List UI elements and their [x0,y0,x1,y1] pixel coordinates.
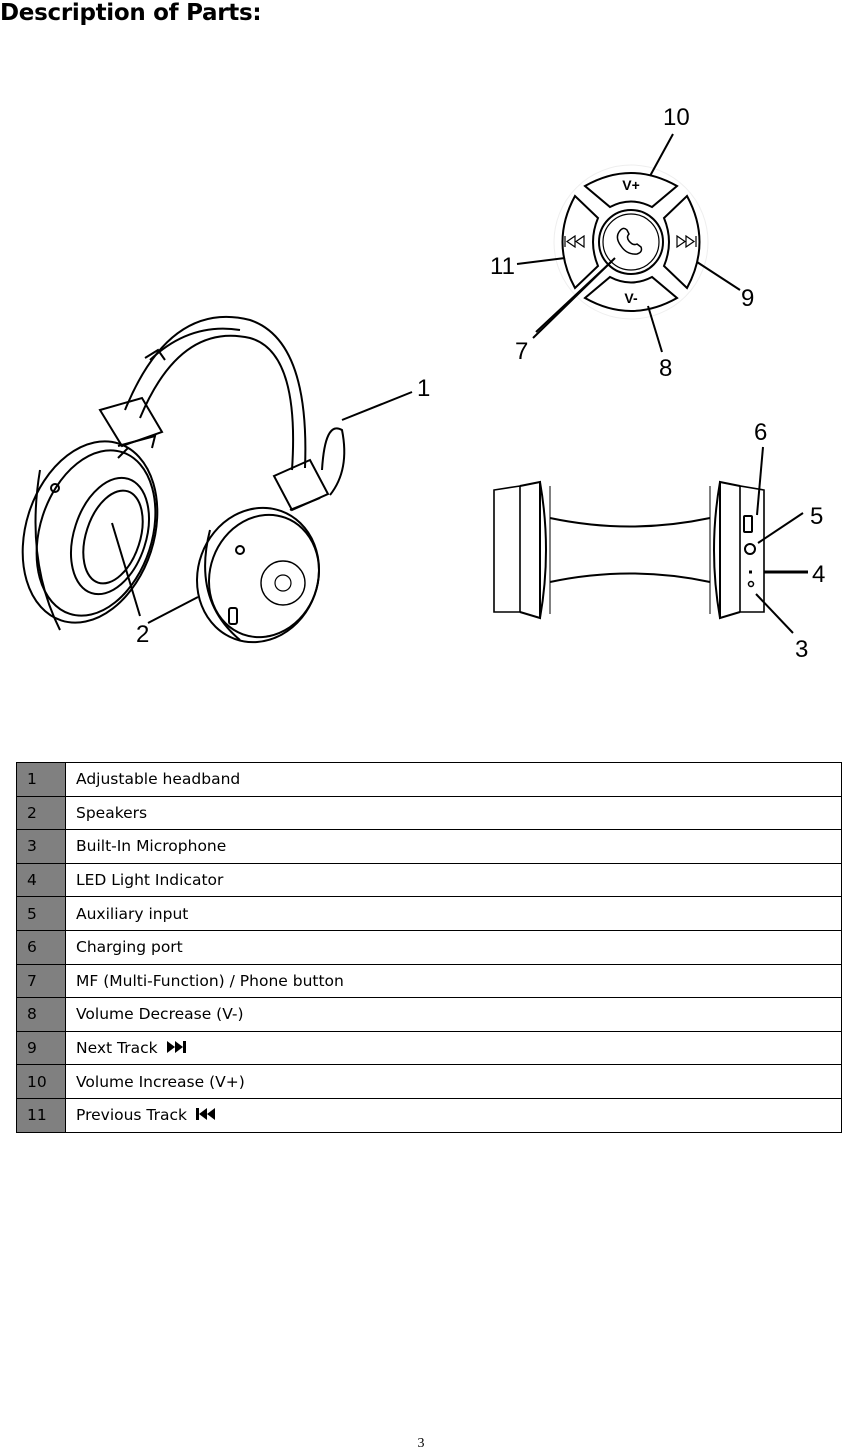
parts-table: 1 Adjustable headband 2 Speakers 3 Built-In M… [16,762,842,1133]
callout-9: 9 [741,285,754,312]
table-row: 2 Speakers [16,795,842,831]
part-number: 2 [16,795,66,831]
headphones-illustration [21,315,346,644]
headphones-top-view [493,480,765,620]
part-name: Previous Track [76,1106,187,1125]
callout-11: 11 [490,253,515,280]
part-number: 9 [16,1030,66,1066]
part-name: Charging port [76,938,183,957]
table-row: 5 Auxiliary input [16,896,842,931]
table-row: 9 Next Track [16,1030,842,1066]
part-number: 5 [16,896,66,931]
table-row: 4 LED Light Indicator [16,862,842,898]
part-name-cell: Charging port [65,929,842,965]
part-name: LED Light Indicator [76,871,224,890]
table-row: 3 Built-In Microphone [16,829,842,864]
part-number: 3 [16,829,66,864]
next-track-icon [166,1041,186,1054]
callout-6: 6 [754,419,767,446]
part-number: 11 [16,1097,66,1133]
part-name: Volume Increase (V+) [76,1072,245,1091]
volume-up-label: V+ [622,177,640,193]
part-name: Adjustable headband [76,770,241,789]
part-name-cell: LED Light Indicator [65,862,842,898]
part-name-cell: Volume Increase (V+) [65,1064,842,1099]
callout-5: 5 [810,503,823,530]
part-name-cell: Next Track [65,1030,842,1066]
part-name: MF (Multi-Function) / Phone button [76,971,344,990]
page-number: 3 [417,1436,425,1451]
part-name-cell: Volume Decrease (V-) [65,997,842,1032]
table-row: 7 MF (Multi-Function) / Phone button [16,963,842,999]
part-number: 6 [16,929,66,965]
table-row: 6 Charging port [16,929,842,965]
part-name-cell: MF (Multi-Function) / Phone button [65,963,842,999]
callout-4: 4 [812,561,825,588]
previous-track-icon [564,234,585,249]
callout-2: 2 [136,621,149,648]
table-row: 1 Adjustable headband [16,762,842,797]
volume-down-label: V- [624,290,638,306]
part-name-cell: Adjustable headband [65,762,842,797]
control-pad [553,164,709,320]
phone-icon [616,227,643,255]
part-name-cell: Built-In Microphone [65,829,842,864]
callout-1: 1 [417,375,430,402]
part-name: Built-In Microphone [76,837,227,856]
parts-diagram: V+ V- 10 11 9 7 8 1 6 5 4 2 3 [21,104,825,663]
part-number: 1 [16,762,66,797]
part-number: 8 [16,997,66,1032]
part-name-cell: Previous Track [65,1097,842,1133]
table-row: 8 Volume Decrease (V-) [16,997,842,1032]
page-title: Description of Parts: [0,0,262,26]
parts-illustration: V+ V- 10 11 9 7 8 1 6 5 4 2 3 [0,90,842,690]
next-track-icon [676,234,697,249]
part-name-cell: Auxiliary input [65,896,842,931]
part-number: 7 [16,963,66,999]
part-name: Volume Decrease (V-) [76,1005,244,1024]
callout-3: 3 [795,636,808,663]
callout-10: 10 [663,104,690,131]
part-number: 4 [16,862,66,898]
callout-7: 7 [515,338,528,365]
part-name: Speakers [76,803,148,822]
previous-track-icon [196,1108,215,1121]
table-row: 10 Volume Increase (V+) [16,1064,842,1099]
part-name-cell: Speakers [65,795,842,831]
part-name: Auxiliary input [76,904,189,923]
callout-8: 8 [659,355,672,382]
table-row: 11 Previous Track [16,1097,842,1133]
part-number: 10 [16,1064,66,1099]
part-name: Next Track [76,1039,158,1058]
